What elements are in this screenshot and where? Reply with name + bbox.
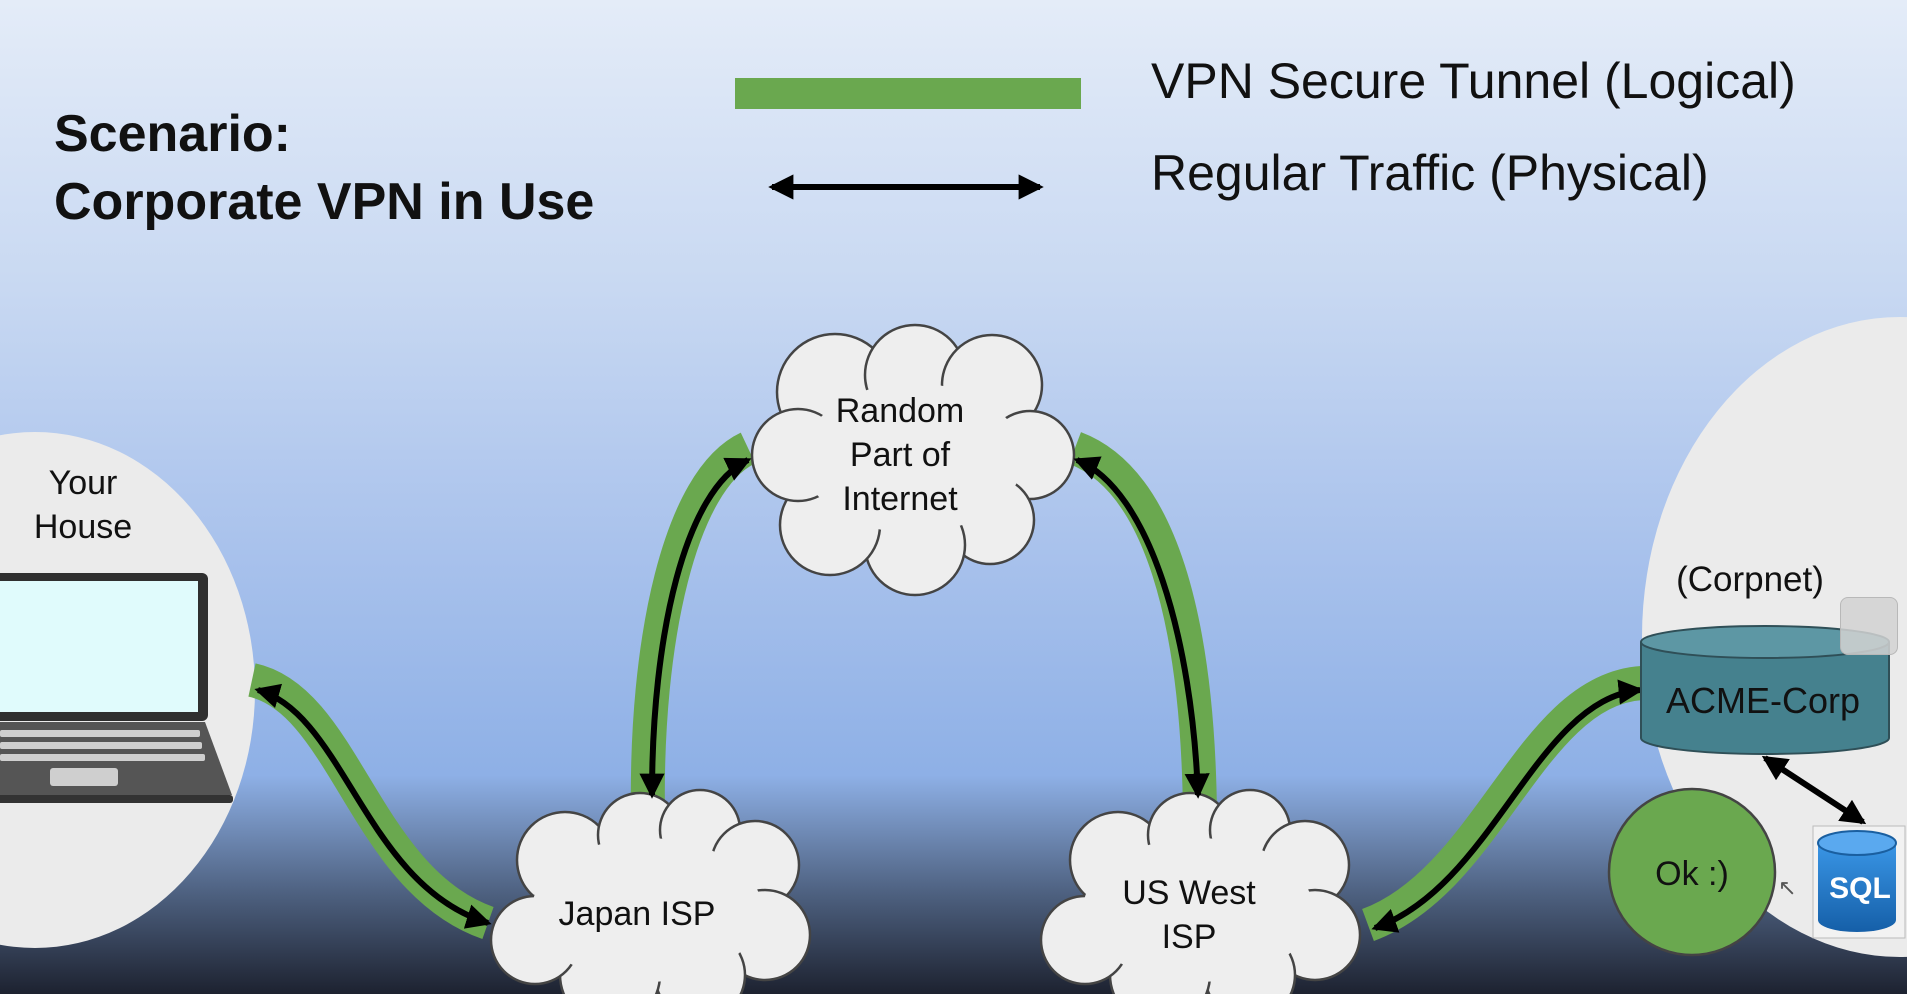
arrow-uswest-acme bbox=[1371, 679, 1644, 933]
arrow-house-japan bbox=[254, 683, 492, 929]
tunnel-segment-house-japan bbox=[247, 663, 495, 940]
arrow-acme-sql bbox=[1761, 755, 1867, 825]
scenario-title-line1: Scenario: bbox=[54, 105, 291, 163]
acme-corp-database bbox=[1640, 625, 1890, 755]
legend bbox=[735, 78, 1081, 200]
ok-label: Ok :) bbox=[1655, 855, 1729, 893]
corpnet-label: (Corpnet) bbox=[1676, 560, 1824, 599]
regular-traffic bbox=[254, 456, 1867, 933]
tunnel-segment-random-uswest bbox=[1068, 432, 1217, 816]
ok-status-circle bbox=[1607, 787, 1777, 957]
legend-vpn-swatch bbox=[735, 78, 1081, 109]
overlay-widget-icon[interactable] bbox=[1840, 597, 1898, 655]
japan-isp-label: Japan ISP bbox=[558, 895, 716, 933]
arrow-japan-random bbox=[639, 457, 752, 799]
sql-icon bbox=[1812, 825, 1906, 939]
acme-corp-label: ACME-Corp bbox=[1665, 680, 1861, 721]
laptop-icon bbox=[0, 573, 233, 803]
mouse-cursor-icon: ↖ bbox=[1778, 875, 1797, 900]
scenario-title-line2: Corporate VPN in Use bbox=[54, 173, 595, 231]
cloud-japan-isp bbox=[489, 788, 812, 994]
cloud-random-internet bbox=[750, 323, 1076, 597]
legend-traffic-label: Regular Traffic (Physical) bbox=[1151, 145, 1709, 201]
sql-label: SQL bbox=[1829, 872, 1891, 905]
cloud-us-west-isp bbox=[1039, 788, 1362, 994]
legend-vpn-label: VPN Secure Tunnel (Logical) bbox=[1151, 53, 1796, 109]
arrow-random-uswest bbox=[1073, 456, 1210, 799]
